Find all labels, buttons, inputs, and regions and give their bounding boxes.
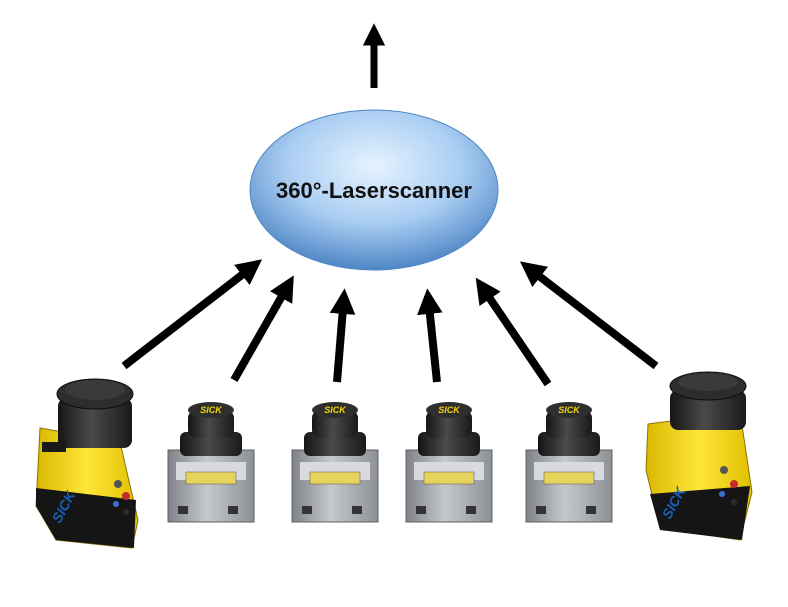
input-arrow bbox=[519, 261, 659, 370]
small-grey-scanner-4: SICK bbox=[525, 402, 613, 523]
status-leds bbox=[719, 466, 738, 505]
input-arrows bbox=[121, 259, 659, 387]
status-leds bbox=[113, 480, 130, 515]
brand-logo: SICK bbox=[438, 405, 461, 415]
small-grey-scanner-3: SICK bbox=[405, 402, 493, 523]
large-yellow-scanner-right: SICK bbox=[645, 371, 753, 541]
small-grey-scanner-1: SICK bbox=[167, 402, 255, 523]
input-arrow bbox=[417, 288, 443, 383]
input-arrow bbox=[475, 277, 552, 387]
brand-logo: SICK bbox=[558, 405, 581, 415]
small-grey-scanner-2: SICK bbox=[291, 402, 379, 523]
input-arrow bbox=[121, 259, 263, 370]
brand-logo: SICK bbox=[324, 405, 347, 415]
hub-label: 360°-Laserscanner bbox=[276, 178, 472, 203]
input-arrow bbox=[230, 275, 294, 382]
brand-logo: SICK bbox=[200, 405, 223, 415]
laserscanner-hub: 360°-Laserscanner bbox=[249, 109, 499, 271]
input-arrow bbox=[329, 288, 356, 383]
large-yellow-scanner-left: SICK bbox=[35, 378, 139, 549]
